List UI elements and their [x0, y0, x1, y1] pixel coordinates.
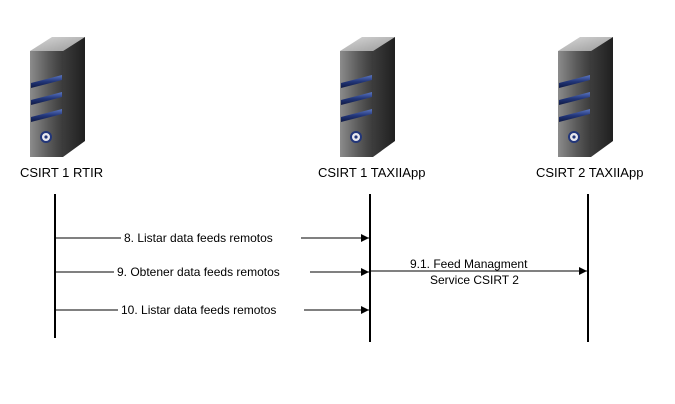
message-label: Service CSIRT 2	[430, 273, 519, 287]
participant-label: CSIRT 1 TAXIIApp	[318, 165, 425, 180]
server-icon	[339, 36, 396, 158]
server-icon	[29, 36, 86, 158]
participant-label: CSIRT 2 TAXIIApp	[536, 165, 643, 180]
server-icon	[557, 36, 614, 158]
message-label: 8. Listar data feeds remotos	[124, 231, 273, 245]
message-label: 9.1. Feed Managment	[410, 257, 528, 271]
message-label: 10. Listar data feeds remotos	[121, 303, 276, 317]
message-label: 9. Obtener data feeds remotos	[117, 265, 280, 279]
participant-label: CSIRT 1 RTIR	[20, 165, 103, 180]
